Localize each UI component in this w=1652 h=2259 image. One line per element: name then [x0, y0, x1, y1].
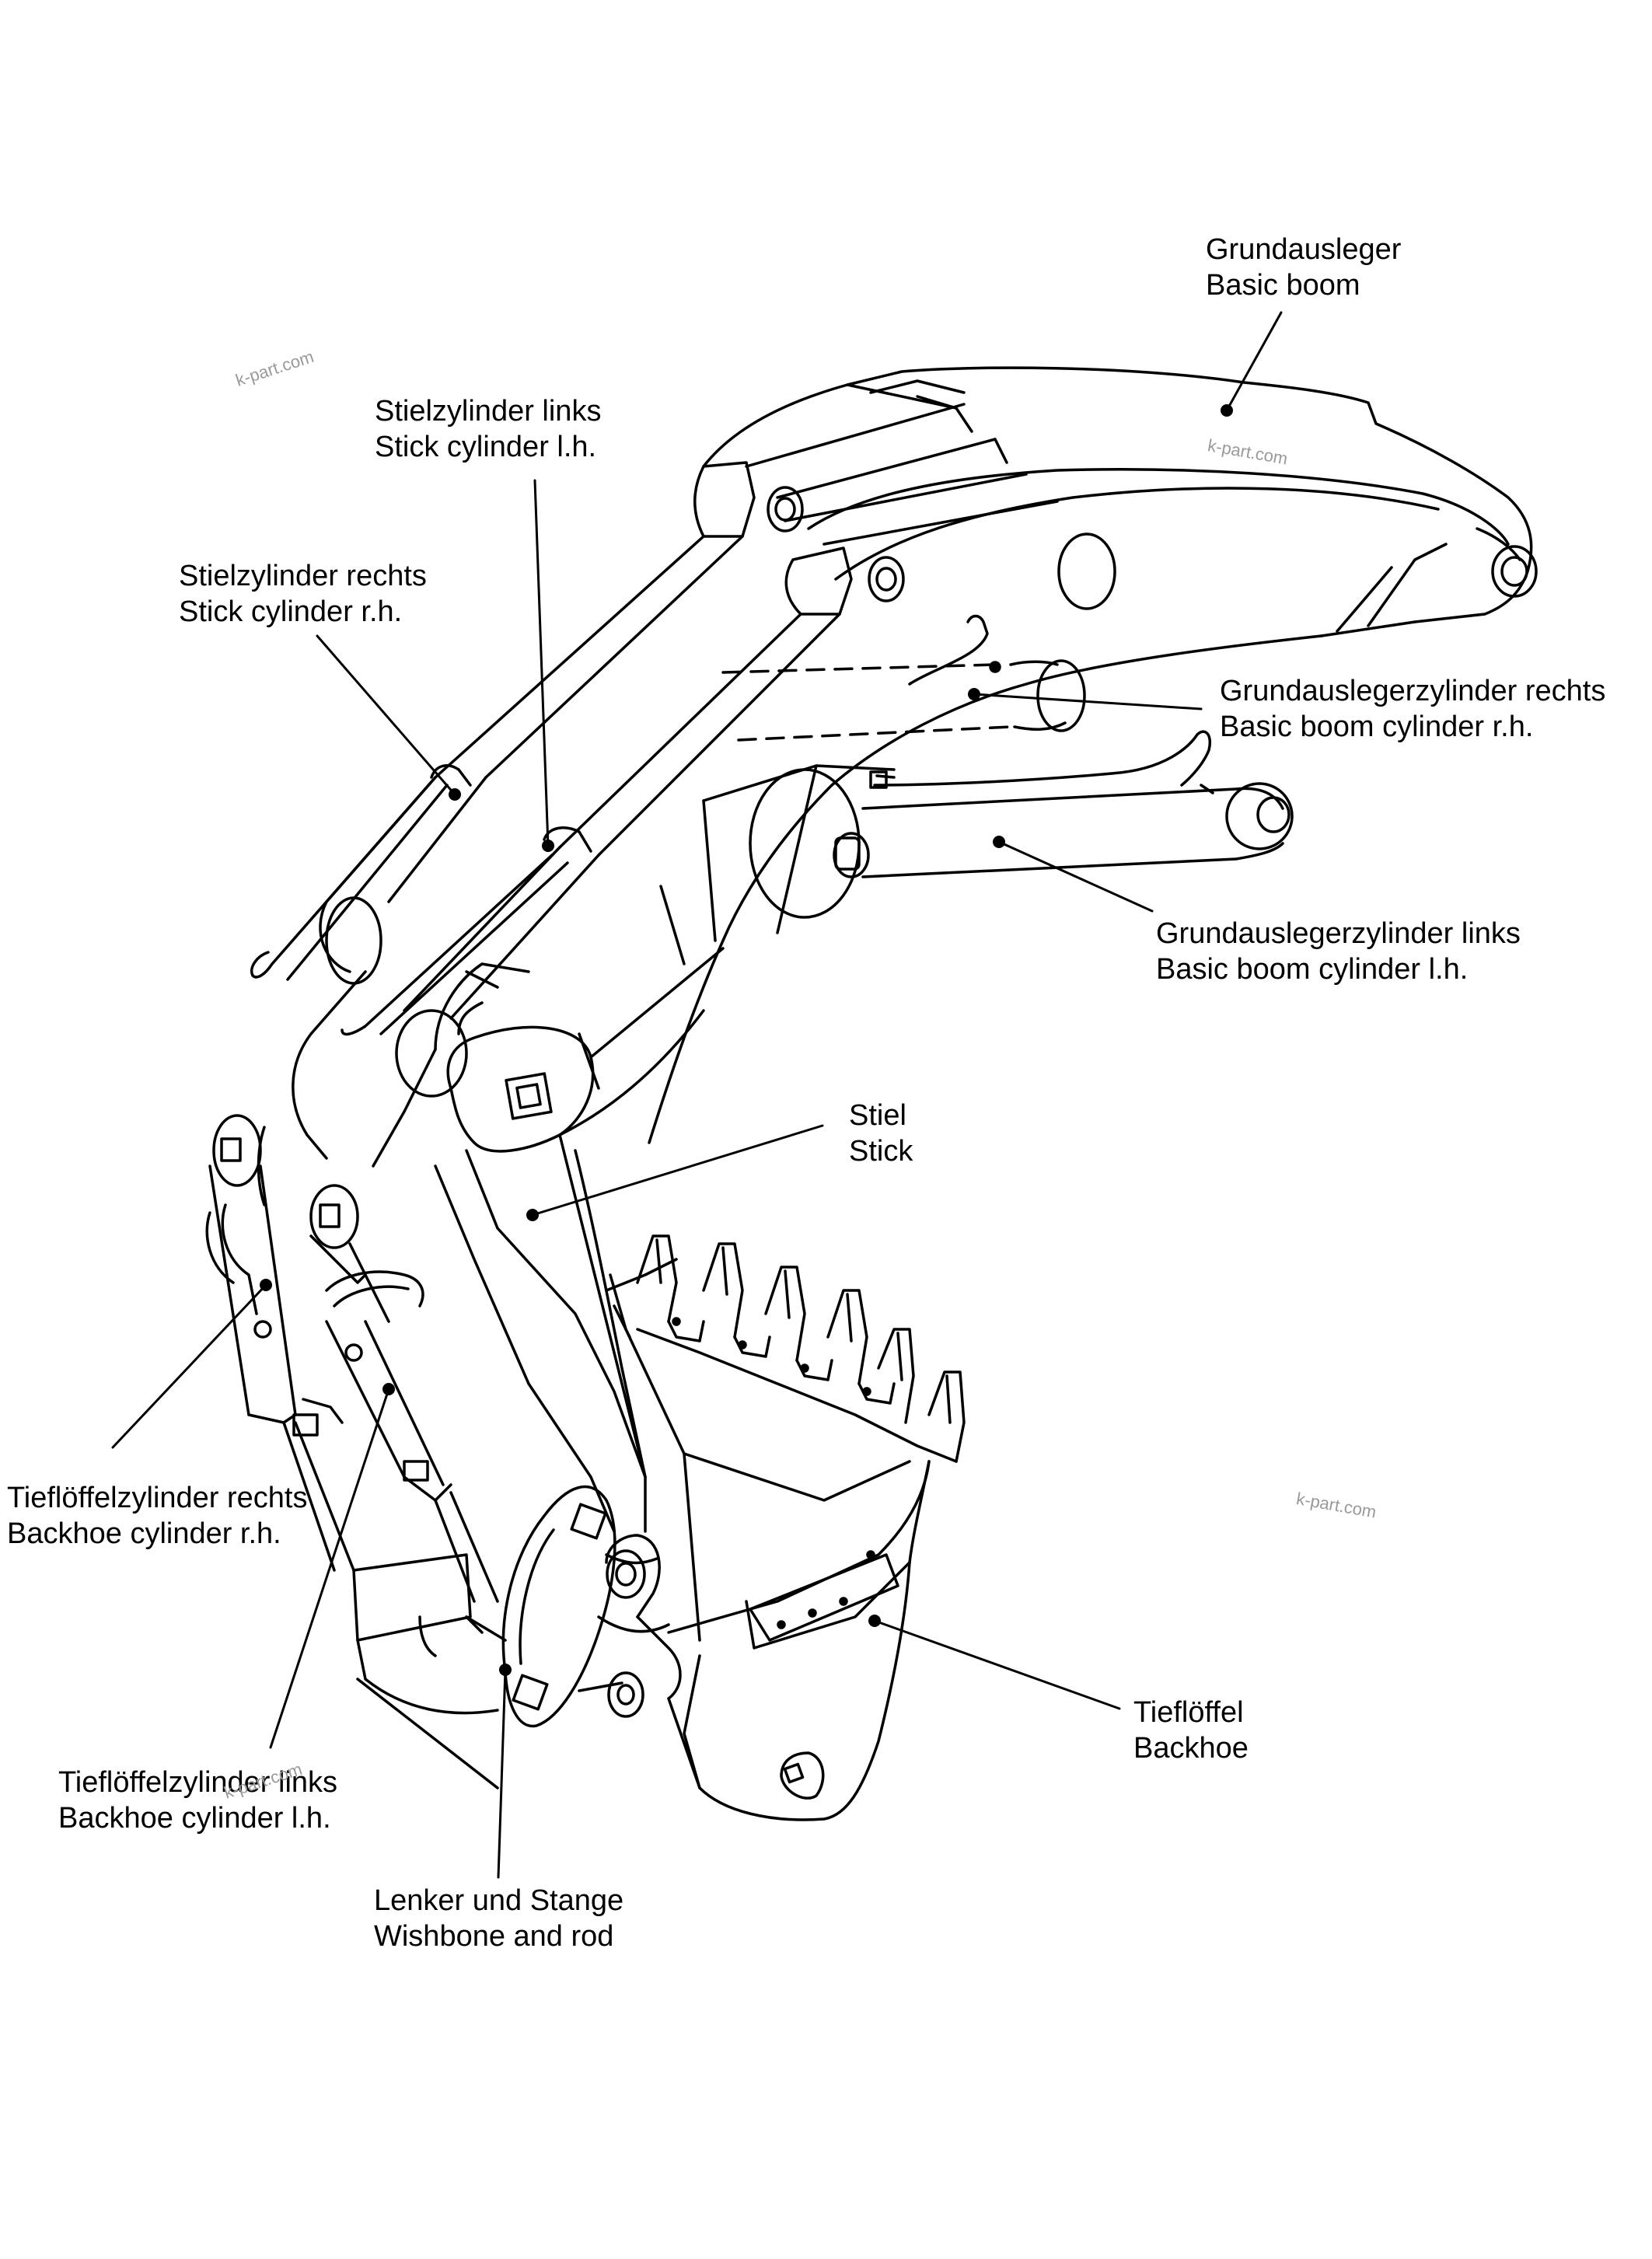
label-stick-cylinder-lh-de: Stielzylinder links — [375, 395, 602, 428]
label-stick-en: Stick — [849, 1135, 913, 1168]
label-backhoe-cylinder-lh: Tieflöffelzylinder links Backhoe cylinde… — [58, 1765, 337, 1836]
wishbone-and-rod-part — [352, 1485, 670, 1789]
stick-cylinder-rh-part — [250, 461, 804, 985]
basic-boom-cylinder-lh-part — [749, 730, 1294, 919]
label-basic-boom-cylinder-lh-en: Basic boom cylinder l.h. — [1156, 953, 1469, 986]
label-basic-boom-cylinder-rh: Grundauslegerzylinder rechts Basic boom … — [1220, 673, 1605, 745]
label-stick-cylinder-lh: Stielzylinder links Stick cylinder l.h. — [375, 393, 601, 465]
label-wishbone-and-rod-en: Wishbone and rod — [374, 1920, 614, 1953]
label-wishbone-and-rod-de: Lenker und Stange — [374, 1884, 624, 1917]
label-basic-boom-cylinder-rh-de: Grundauslegerzylinder rechts — [1220, 675, 1606, 707]
label-backhoe-cylinder-rh-en: Backhoe cylinder r.h. — [7, 1517, 281, 1550]
backhoe-bucket-part — [605, 1234, 966, 1821]
leader-backhoe-cyl-lh — [269, 1388, 390, 1749]
stick-cylinder-lh-part — [341, 546, 905, 1098]
label-backhoe-cylinder-rh: Tieflöffelzylinder rechts Backhoe cylind… — [7, 1480, 308, 1552]
label-basic-boom-cylinder-lh-de: Grundauslegerzylinder links — [1156, 917, 1521, 950]
label-basic-boom-cylinder-rh-en: Basic boom cylinder r.h. — [1220, 711, 1534, 743]
leader-basic-boom — [1225, 311, 1283, 412]
label-stick-cylinder-lh-en: Stick cylinder l.h. — [375, 431, 597, 463]
leader-boom-cyl-lh — [997, 840, 1154, 913]
label-backhoe-de: Tieflöffel — [1133, 1696, 1244, 1729]
label-stick-de: Stiel — [849, 1099, 906, 1132]
stick-part — [257, 970, 647, 1533]
leader-boom-cyl-rh — [973, 693, 1203, 711]
label-wishbone-and-rod: Lenker und Stange Wishbone and rod — [374, 1883, 623, 1954]
label-basic-boom-en: Basic boom — [1206, 269, 1360, 302]
basic-boom-part — [434, 366, 1538, 1153]
leader-stick-cyl-rh — [316, 634, 456, 796]
label-backhoe-cylinder-rh-de: Tieflöffelzylinder rechts — [7, 1482, 308, 1514]
label-backhoe-en: Backhoe — [1133, 1732, 1249, 1765]
label-basic-boom-de: Grundausleger — [1206, 233, 1402, 266]
label-stick-cylinder-rh: Stielzylinder rechts Stick cylinder r.h. — [179, 558, 427, 630]
label-stick-cylinder-rh-en: Stick cylinder r.h. — [179, 595, 403, 628]
label-backhoe-cylinder-lh-de: Tieflöffelzylinder links — [58, 1766, 338, 1799]
leader-stick-cyl-lh — [533, 479, 550, 847]
label-backhoe: Tieflöffel Backhoe — [1133, 1695, 1249, 1766]
label-stick: Stiel Stick — [849, 1098, 913, 1169]
leader-backhoe-cyl-rh — [111, 1283, 267, 1449]
leader-lines — [111, 311, 1283, 1879]
leader-dots — [260, 404, 1233, 1676]
label-basic-boom: Grundausleger Basic boom — [1206, 232, 1401, 303]
leader-stick — [531, 1124, 824, 1217]
label-basic-boom-cylinder-lh: Grundauslegerzylinder links Basic boom c… — [1156, 916, 1521, 987]
label-backhoe-cylinder-lh-en: Backhoe cylinder l.h. — [58, 1802, 331, 1835]
leader-backhoe — [873, 1619, 1121, 1710]
label-stick-cylinder-rh-de: Stielzylinder rechts — [179, 560, 427, 592]
leader-wishbone — [497, 1668, 507, 1879]
backhoe-cylinder-rh-part — [205, 1114, 355, 1572]
